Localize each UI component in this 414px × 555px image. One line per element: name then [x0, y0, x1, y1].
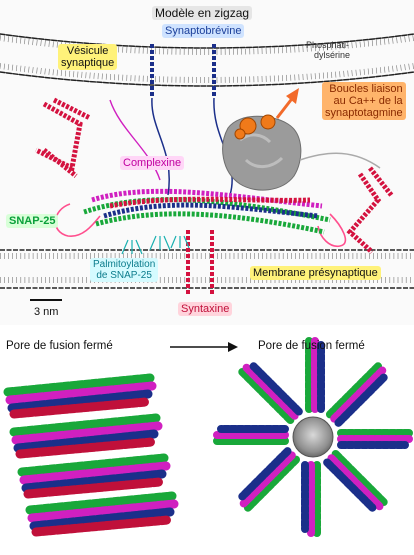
- label-vesicule: Vésicule synaptique: [58, 44, 118, 70]
- snare-rosette: [213, 337, 413, 537]
- palmitoylation-anchors: [121, 235, 190, 255]
- syntaxin-habc-right: [346, 166, 394, 254]
- label-phosphatidylserine: Phosphati- dylsérine: [306, 40, 351, 60]
- label-membrane: Membrane présynaptique: [250, 266, 381, 280]
- label-palmitoylation: Palmitoylation de SNAP-25: [90, 258, 159, 282]
- synaptotagmin-c2: [222, 114, 302, 191]
- label-scale: 3 nm: [34, 306, 59, 318]
- diagram-title: Modèle en zigzag: [152, 6, 253, 20]
- snare-stack-left: [3, 373, 179, 537]
- syntaxin-habc-left: [34, 97, 92, 178]
- label-pore-right: Pore de fusion fermé: [258, 340, 365, 352]
- label-complexine: Complexine: [120, 156, 185, 170]
- label-snap25: SNAP-25: [6, 214, 59, 228]
- fusion-pore: [292, 416, 334, 458]
- vesicle-membrane: [0, 33, 414, 87]
- label-synaptobrevine: Synaptobrévine: [162, 24, 245, 38]
- snare-bundle: [83, 188, 331, 235]
- snap25-loops: [54, 203, 347, 248]
- label-pore-left: Pore de fusion fermé: [6, 340, 113, 352]
- transition-arrow-icon: [170, 342, 238, 352]
- syntaxin-tm: [186, 230, 214, 296]
- synaptobrevin-tm: [150, 44, 216, 98]
- presynaptic-membrane: [0, 249, 414, 289]
- arrow-icon: [275, 88, 299, 119]
- complexin-linker: [109, 99, 161, 181]
- label-ca-loops: Boucles liaison au Ca++ de la synaptotag…: [322, 82, 406, 120]
- label-syntaxine: Syntaxine: [178, 302, 233, 316]
- synaptotagmin-linker: [299, 152, 381, 169]
